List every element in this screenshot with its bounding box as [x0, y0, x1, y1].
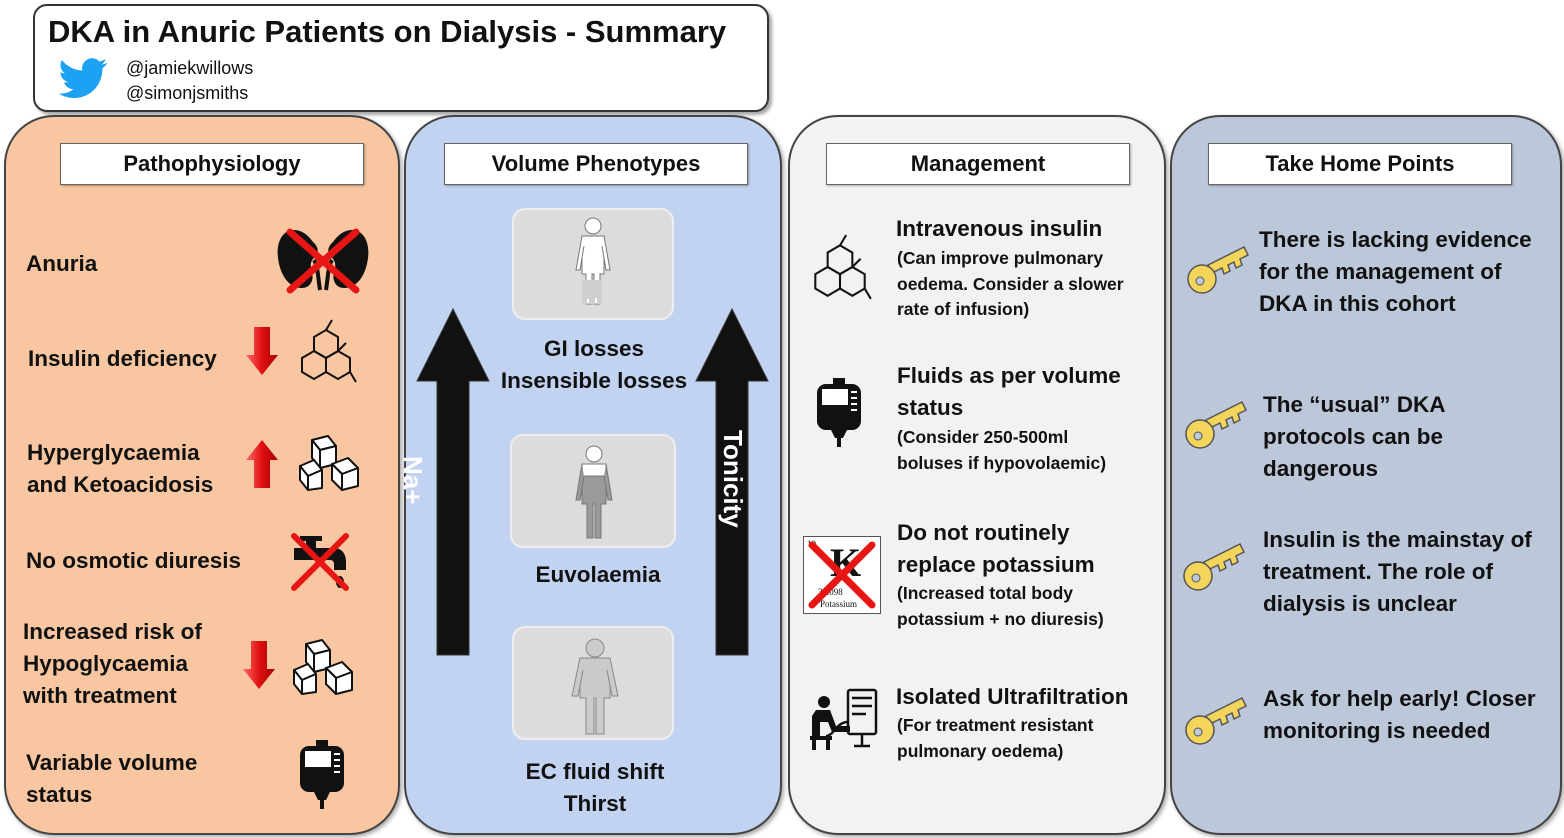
phenotype-euvolaemia-label: Euvolaemia: [535, 562, 661, 587]
sodium-arrow-label: Na+: [398, 456, 428, 505]
mgmt-iv-bag-icon: [817, 378, 861, 447]
potassium-cross-icon: [808, 541, 876, 609]
tonicity-arrow-label: Tonicity: [718, 430, 748, 528]
phenotype-gi-losses-label: GI losses Insensible losses: [500, 336, 688, 393]
insulin-molecule-icon: [301, 319, 357, 383]
page-title: DKA in Anuric Patients on Dialysis - Sum…: [48, 14, 727, 49]
title-box: [33, 4, 769, 112]
sugar-cubes-icon: [299, 435, 359, 491]
patho-insulin-deficiency-label: Insulin deficiency: [28, 346, 217, 371]
sugar-cubes-icon-2: [293, 639, 353, 695]
patho-anuria-label: Anuria: [26, 251, 98, 276]
takehome-point-1: There is lacking evidence for the manage…: [1259, 227, 1532, 316]
pathophysiology-panel: Pathophysiology: [4, 115, 400, 835]
key-icon: [1187, 245, 1250, 294]
tonicity-up-arrow: [695, 307, 769, 656]
dialysis-machine-icon: [810, 688, 878, 750]
key-icon-2: [1185, 400, 1248, 449]
kidney-icon: [277, 228, 369, 294]
mgmt-fluids-title: Fluids as per volume status: [897, 363, 1121, 420]
management-heading: Management: [826, 143, 1130, 185]
patho-hyperglycaemia-label: Hyperglycaemia and Ketoacidosis: [27, 440, 214, 497]
mgmt-potassium-title: Do not routinely replace potassium: [897, 520, 1095, 577]
takehome-point-4: Ask for help early! Closer monitoring is…: [1263, 686, 1536, 743]
potassium-element-icon: 19 K 39.098 Potassium: [803, 536, 881, 614]
pathophysiology-heading: Pathophysiology: [60, 143, 364, 185]
key-icon-4: [1185, 696, 1248, 745]
patho-variable-volume-label: Variable volume status: [26, 750, 198, 807]
twitter-handle-2: @simonjsmiths: [126, 83, 249, 103]
takehome-heading: Take Home Points: [1208, 143, 1512, 185]
mgmt-ultrafiltration-title: Isolated Ultrafiltration: [896, 684, 1129, 709]
iv-bag-icon: [300, 740, 344, 809]
trend-down-arrow-icon-2: [243, 641, 275, 689]
person-euvolaemic-icon: [510, 434, 676, 548]
mgmt-fluids-detail: (Consider 250-500ml boluses if hypovolae…: [897, 427, 1107, 473]
patho-hypoglycaemia-risk-label: Increased risk of Hypoglycaemia with tre…: [23, 619, 202, 708]
sodium-up-arrow: [416, 307, 490, 656]
takehome-point-2: The “usual” DKA protocols can be dangero…: [1263, 392, 1446, 481]
twitter-bird-icon: [58, 58, 108, 98]
tap-icon: [291, 533, 349, 591]
phenotype-ec-fluid-shift-label: EC fluid shift Thirst: [525, 759, 665, 816]
mgmt-insulin-molecule-icon: [814, 234, 872, 300]
mgmt-ultrafiltration-detail: (For treatment resistant pulmonary oedem…: [897, 715, 1094, 761]
mgmt-potassium-detail: (Increased total body potassium + no diu…: [897, 583, 1104, 629]
person-overloaded-icon: [512, 626, 674, 740]
trend-down-arrow-icon: [246, 327, 278, 375]
mgmt-insulin-detail: (Can improve pulmonary oedema. Consider …: [897, 248, 1124, 319]
diuresis-cross-icon: [291, 533, 349, 591]
mgmt-insulin-title: Intravenous insulin: [896, 216, 1103, 241]
anuria-cross-icon: [286, 228, 360, 294]
takehome-point-3: Insulin is the mainstay of treatment. Th…: [1263, 527, 1532, 616]
trend-up-arrow-icon: [246, 440, 278, 488]
volume-heading: Volume Phenotypes: [444, 143, 748, 185]
person-dehydrated-icon: [512, 208, 674, 320]
management-panel: Management: [788, 115, 1166, 835]
key-icon-3: [1183, 542, 1246, 591]
patho-no-osmotic-diuresis-label: No osmotic diuresis: [26, 548, 242, 573]
twitter-handle-1: @jamiekwillows: [126, 58, 254, 78]
